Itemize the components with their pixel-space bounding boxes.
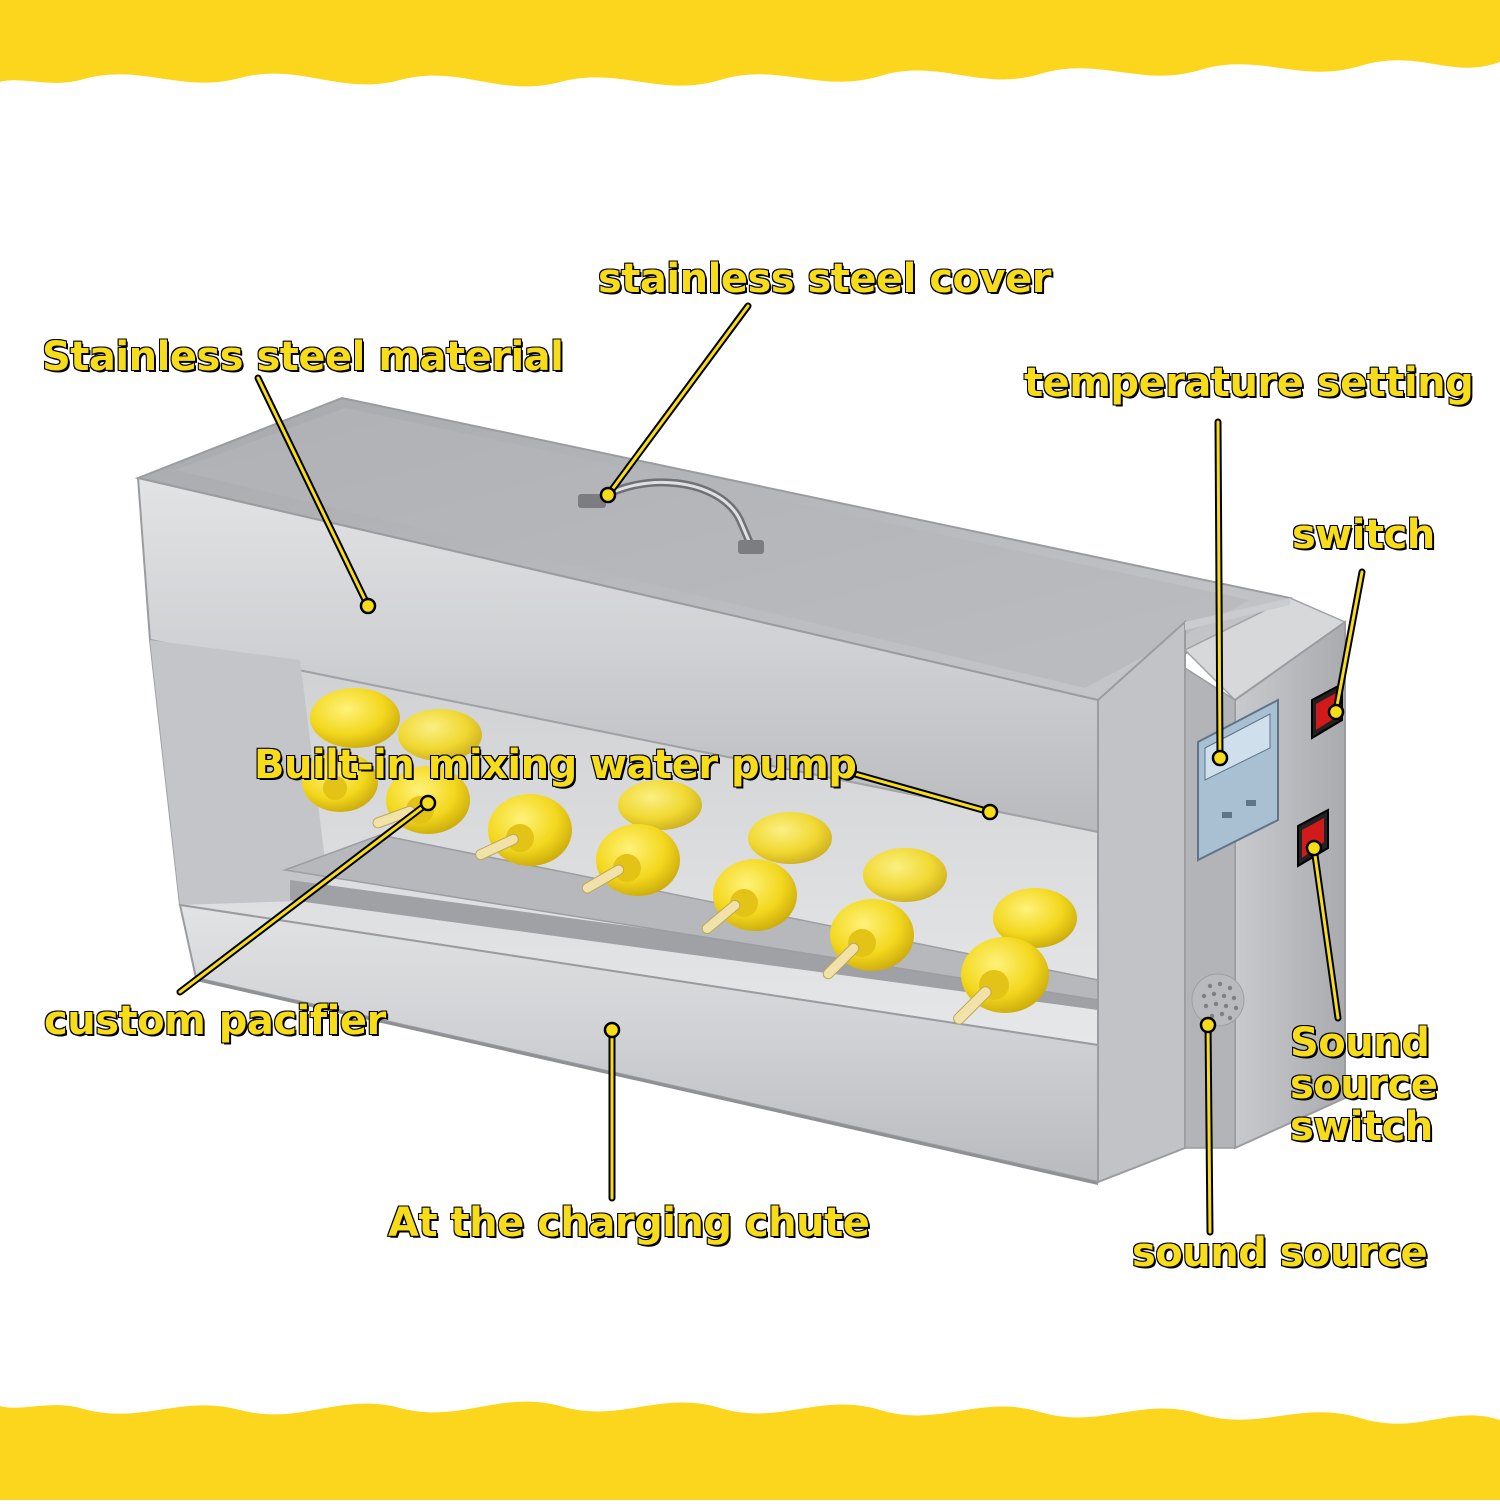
label-sound-source: sound source [1131, 1230, 1429, 1276]
feeding-bottle-icon [953, 937, 1049, 1025]
label-at-the-charging-chute: At the charging chute [387, 1200, 871, 1246]
label-temperature-setting: temperature setting [1023, 360, 1475, 406]
speaker-grille-icon [1191, 973, 1245, 1027]
label-stainless-steel-material: Stainless steel material [41, 334, 565, 380]
rocker-switch-icon [1311, 682, 1343, 740]
callout-dots [359, 486, 1345, 1039]
label-stainless-steel-cover: stainless steel cover [597, 256, 1052, 302]
label-custom-pacifier: custom pacifier [43, 998, 387, 1044]
feeding-bottle-icon [822, 899, 914, 980]
feeding-bottle-icon [701, 859, 797, 935]
label-switch: switch [1291, 512, 1436, 558]
callout-lines [176, 302, 1366, 1236]
feeding-bottle-icon [475, 794, 572, 866]
feeding-bottle-icon [581, 824, 680, 896]
feeding-bottles-front [302, 752, 1049, 1025]
top-wave-border [0, 0, 1500, 87]
label-sound-source-switch: Sound source switch [1289, 1020, 1439, 1150]
bottom-wave-border [0, 1401, 1500, 1500]
feeding-bottles-back [310, 688, 1077, 948]
label-built-in-mixing-water-pump: Built-in mixing water pump [253, 742, 858, 788]
feeding-bottle-icon [302, 752, 378, 812]
